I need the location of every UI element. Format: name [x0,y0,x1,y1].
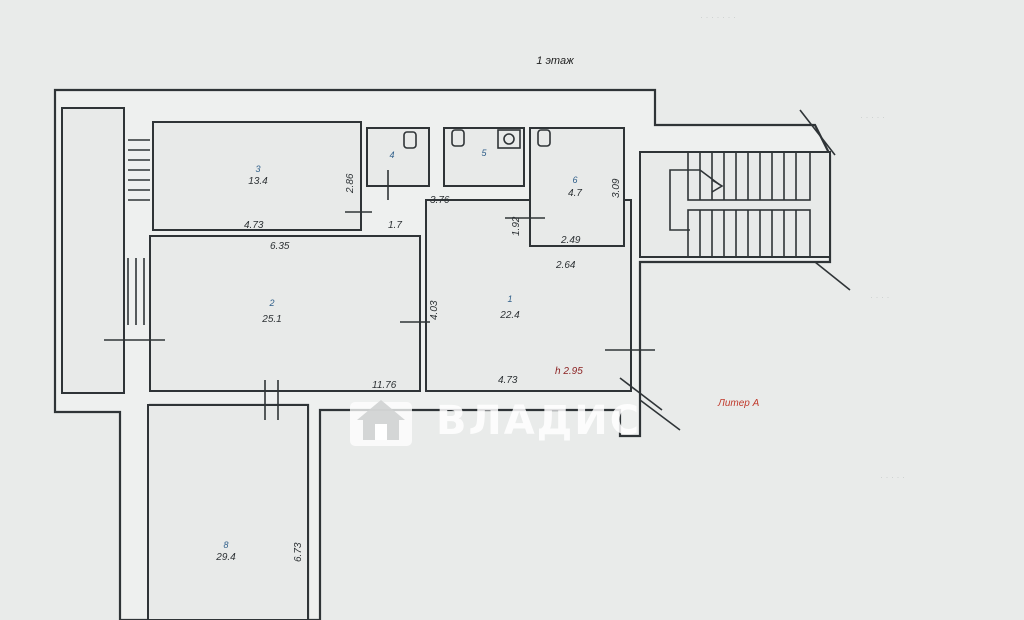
background-scan-text: · · · · · · · · · · · · · · · · · · · · … [700,12,905,482]
toilet-icon-3 [537,129,551,147]
watermark: ВЛАДИС [350,398,641,446]
room-6 [529,127,625,247]
dim-635: 6.35 [270,241,290,252]
room-8 [147,404,309,620]
room-4 [366,127,430,187]
room-5-number: 5 [481,148,487,158]
floor-title: 1 этаж [536,55,574,67]
room-5 [443,127,525,187]
room-6-area: 4.7 [568,188,582,199]
dim-1176: 11.76 [372,380,397,391]
toilet-icon [403,131,417,149]
window-hatch-bottom [104,258,165,341]
dim-264: 2.64 [555,260,576,271]
dim-403: 4.03 [429,300,440,320]
dim-309: 3.09 [611,178,622,198]
left-corridor [61,107,125,394]
room-8-area: 29.4 [215,552,236,563]
svg-text:· · · · · · ·: · · · · · · · [700,12,736,22]
room-8-number: 8 [223,540,228,550]
door-marks [264,170,655,420]
window-hatch-top [128,139,150,201]
room-3 [152,121,362,231]
staircase [639,151,831,258]
room-4-number: 4 [389,150,394,160]
svg-text:· · · · ·: · · · · · [860,112,885,122]
dim-17: 1.7 [388,220,402,231]
dim-473-top: 4.73 [244,220,264,231]
stair-edge-lines [619,109,851,431]
toilet-icon-2 [451,129,465,147]
room-2-area: 25.1 [261,314,281,325]
ceiling-height: h 2.95 [555,366,583,377]
room-3-area: 13.4 [248,176,268,187]
room-2-number: 2 [268,298,274,308]
svg-text:· · · ·: · · · · [870,292,890,302]
watermark-text: ВЛАДИС [436,398,641,444]
sink-icon [497,129,521,149]
dim-473-bottom: 4.73 [498,375,518,386]
room-6-number: 6 [572,175,577,185]
room-3-number: 3 [255,164,260,174]
dim-286: 2.86 [345,173,356,194]
dim-192: 1.92 [511,216,522,236]
dim-673: 6.73 [293,542,304,562]
dim-376: 3.76 [430,195,450,206]
room-1-area: 22.4 [499,310,520,321]
room-2 [149,235,421,392]
liter-label: Литер А [717,398,760,409]
house-logo-icon [350,400,412,446]
svg-text:· · · · ·: · · · · · [880,472,905,482]
dim-249: 2.49 [560,235,581,246]
room-1-number: 1 [507,294,512,304]
